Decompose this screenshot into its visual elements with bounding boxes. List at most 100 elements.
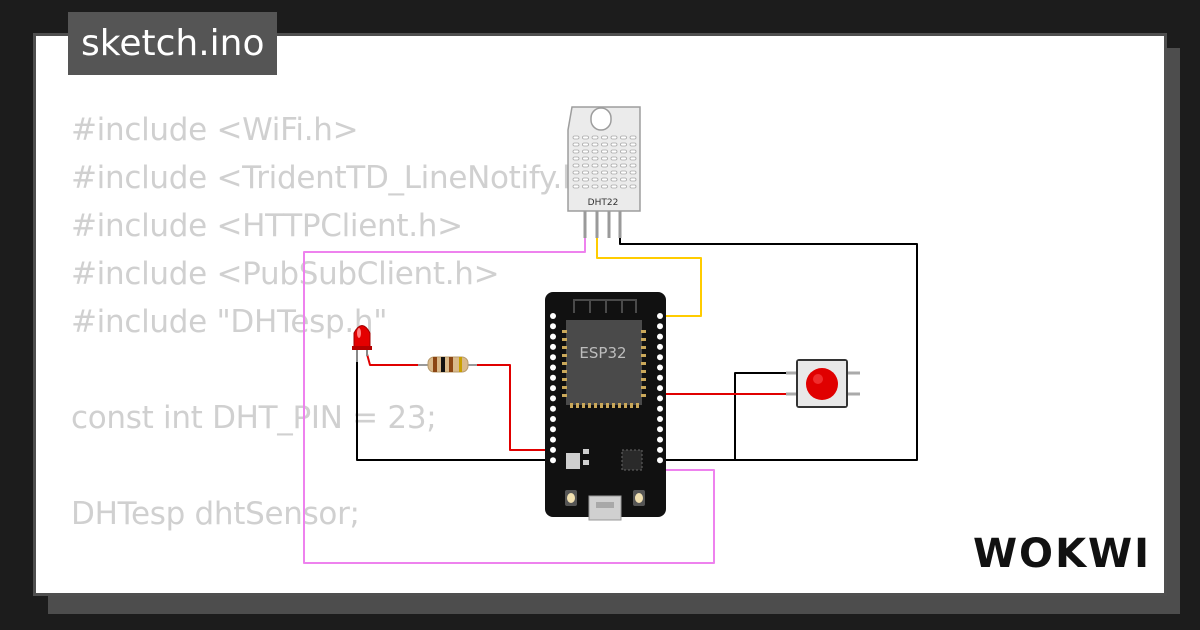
code-line: #include <WiFi.h> — [71, 112, 359, 148]
vent-slot — [582, 184, 589, 189]
code-line: #include <TridentTD_LineNotify.h> — [71, 160, 608, 196]
module-pad — [636, 403, 639, 408]
header-pin — [657, 436, 663, 443]
vent-slot — [572, 142, 580, 147]
code-line: DHTesp dhtSensor; — [71, 496, 360, 532]
header-pin — [550, 385, 556, 392]
resistor[interactable] — [418, 356, 477, 373]
header-pin — [550, 395, 556, 402]
vent-slot — [610, 156, 618, 161]
vent-slot — [582, 142, 589, 147]
vent-slot — [610, 149, 618, 154]
module-pad — [630, 403, 633, 408]
vent-slot — [620, 142, 627, 147]
module-pad — [612, 403, 615, 408]
vent-slot — [629, 142, 637, 147]
header-pin — [550, 323, 556, 330]
vent-slot — [601, 135, 608, 140]
vent-slot — [601, 184, 608, 189]
header-pin — [657, 364, 663, 371]
sensor-vent-grid — [572, 135, 637, 189]
wire-black-led-gnd — [356, 360, 553, 461]
module-pad — [562, 362, 567, 365]
sensor-label: DHT22 — [588, 198, 619, 208]
vent-slot — [610, 170, 618, 175]
vent-slot — [601, 170, 608, 175]
vent-slot — [620, 149, 627, 154]
vent-slot — [620, 184, 627, 189]
header-pin — [550, 333, 556, 340]
vent-slot — [582, 135, 589, 140]
board-pins-left — [550, 313, 556, 464]
module-pad — [641, 330, 646, 333]
vent-slot — [601, 163, 608, 168]
vent-slot — [610, 142, 618, 147]
header-pin — [550, 446, 556, 453]
header-pin — [550, 426, 556, 433]
header-pin — [657, 405, 663, 412]
pushbutton[interactable] — [786, 359, 860, 408]
module-pad — [562, 346, 567, 349]
vent-slot — [582, 156, 589, 161]
header-pin — [657, 313, 663, 319]
wires — [303, 237, 918, 564]
header-pin — [550, 364, 556, 371]
module-pad — [624, 403, 627, 408]
header-pin — [657, 385, 663, 392]
vent-slot — [582, 177, 589, 182]
esp32-board[interactable]: ESP32 — [545, 292, 666, 521]
vent-slot — [610, 163, 618, 168]
vent-slot — [572, 135, 580, 140]
module-pad — [570, 403, 573, 408]
header-pin — [657, 354, 663, 361]
vent-slot — [610, 177, 618, 182]
vent-slot — [629, 156, 637, 161]
vent-slot — [591, 177, 599, 182]
module-pad — [641, 362, 646, 365]
vent-slot — [582, 163, 589, 168]
header-pin — [550, 343, 556, 350]
wire-black-button — [734, 372, 797, 460]
module-pad — [600, 403, 603, 408]
vent-slot — [629, 163, 637, 168]
wire-red-resistor — [470, 364, 553, 451]
board-label: ESP32 — [579, 344, 626, 362]
module-pad — [588, 403, 591, 408]
vent-slot — [591, 135, 599, 140]
vent-slot — [572, 177, 580, 182]
red-led[interactable] — [352, 325, 372, 363]
header-pin — [550, 313, 556, 319]
vent-slot — [601, 149, 608, 154]
header-pin — [657, 446, 663, 453]
wire-red-led — [366, 353, 425, 366]
vent-slot — [591, 149, 599, 154]
module-pad — [576, 403, 579, 408]
vent-slot — [629, 184, 637, 189]
wire-yellow — [596, 237, 702, 317]
header-pin — [550, 405, 556, 412]
wokwi-logo: WOKWI — [973, 531, 1151, 577]
module-pad — [562, 338, 567, 341]
dht22-sensor[interactable]: DHT22 — [567, 106, 641, 238]
vent-slot — [601, 156, 608, 161]
code-listing: #include <WiFi.h> #include <TridentTD_Li… — [71, 106, 639, 593]
vent-slot — [629, 149, 637, 154]
module-pad — [641, 338, 646, 341]
wokwi-logo-text: WOKWI — [973, 531, 1151, 577]
vent-slot — [591, 163, 599, 168]
vent-slot — [601, 177, 608, 182]
module-pad — [641, 386, 646, 389]
module-pads — [562, 330, 646, 408]
vent-slot — [591, 156, 599, 161]
header-pin — [550, 457, 556, 464]
vent-slot — [610, 184, 618, 189]
vent-slot — [620, 135, 627, 140]
header-pin — [550, 374, 556, 381]
vent-slot — [591, 170, 599, 175]
header-pin — [657, 395, 663, 402]
module-pad — [582, 403, 585, 408]
file-title-tab[interactable]: sketch.ino — [68, 12, 278, 75]
vent-slot — [610, 135, 618, 140]
vent-slot — [582, 170, 589, 175]
